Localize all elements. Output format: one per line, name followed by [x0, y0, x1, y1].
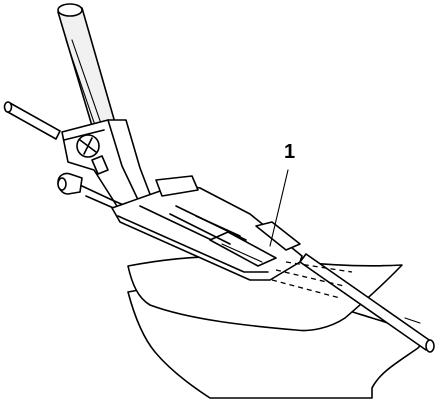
callout-leader-line [269, 169, 289, 247]
stitch-line-1 [285, 261, 353, 273]
callout-label-1: 1 [284, 141, 296, 163]
stitch-line-3 [271, 279, 341, 299]
needle-slot [209, 231, 277, 267]
foot-top-plate [155, 175, 199, 197]
guide-blade [255, 221, 301, 251]
clip-tab [91, 155, 109, 175]
stitch-line-2 [275, 269, 345, 287]
shank-top [57, 3, 83, 17]
guide-rod-left [5, 102, 61, 140]
